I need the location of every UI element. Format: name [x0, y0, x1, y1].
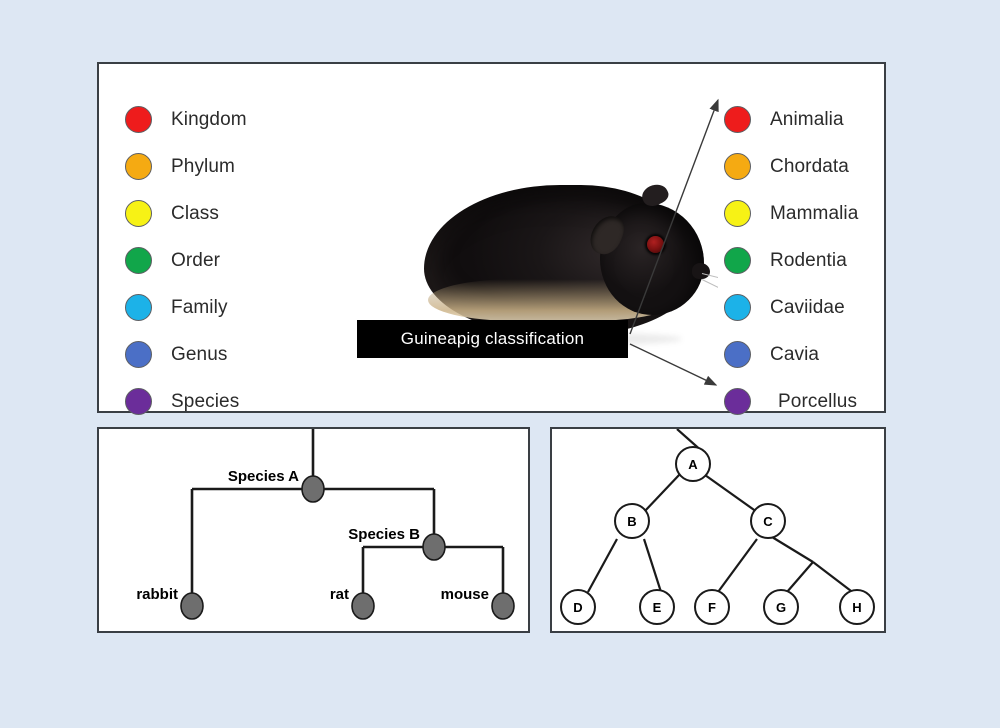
- phylogenetic-tree-svg: Species A Species B rabbit rat mouse: [136, 429, 515, 620]
- binary-tree-node-A[interactable]: [675, 446, 711, 482]
- binary-tree-label-B: B: [627, 514, 636, 529]
- rank-row-class: Class: [125, 190, 247, 237]
- binary-tree-label-F: F: [708, 600, 716, 615]
- rank-dot-species: [125, 388, 152, 415]
- taxon-row-mammalia: Mammalia: [724, 190, 858, 237]
- rank-dot-kingdom: [125, 106, 152, 133]
- binary-tree-label-D: D: [573, 600, 582, 615]
- rank-row-kingdom: Kingdom: [125, 96, 247, 143]
- taxon-label-porcellus: Porcellus: [778, 390, 858, 412]
- taxon-label-rodentia: Rodentia: [770, 249, 847, 271]
- tree-node-rabbit[interactable]: [180, 592, 204, 620]
- tree-label-rat: rat: [330, 586, 349, 603]
- tree-label-rabbit: rabbit: [136, 586, 178, 603]
- tree-node-rat[interactable]: [351, 592, 375, 620]
- taxon-row-porcellus: Porcellus: [724, 378, 858, 425]
- rank-dot-phylum: [125, 153, 152, 180]
- rank-row-order: Order: [125, 237, 247, 284]
- tree-node-speciesB[interactable]: [422, 533, 446, 561]
- classification-panel: Kingdom Phylum Class Order Family Genus …: [97, 62, 886, 415]
- taxon-label-caviidae: Caviidae: [770, 296, 845, 318]
- binary-tree-label-H: H: [852, 600, 861, 615]
- taxon-dot-animalia: [724, 106, 751, 133]
- taxon-row-animalia: Animalia: [724, 96, 858, 143]
- taxon-row-caviidae: Caviidae: [724, 284, 858, 331]
- phylogenetic-tree-panel: Species A Species B rabbit rat mouse: [97, 427, 530, 633]
- rank-label-kingdom: Kingdom: [171, 108, 247, 130]
- rank-dot-family: [125, 294, 152, 321]
- guineapig-nose: [692, 263, 710, 279]
- binary-tree-node-E[interactable]: [639, 589, 675, 625]
- binary-tree-node-F[interactable]: [694, 589, 730, 625]
- taxon-row-chordata: Chordata: [724, 143, 858, 190]
- rank-label-family: Family: [171, 296, 228, 318]
- taxonomic-rank-legend: Kingdom Phylum Class Order Family Genus …: [125, 96, 247, 425]
- binary-tree-node-C[interactable]: [750, 503, 786, 539]
- taxon-dot-mammalia: [724, 200, 751, 227]
- taxon-label-cavia: Cavia: [770, 343, 820, 365]
- rank-label-species: Species: [171, 390, 240, 412]
- guineapig-taxon-list: Animalia Chordata Mammalia Rodentia Cavi…: [724, 96, 858, 425]
- rank-label-class: Class: [171, 202, 220, 224]
- classification-caption-box: Guineapig classification: [357, 320, 628, 358]
- rank-dot-genus: [125, 341, 152, 368]
- rank-row-species: Species: [125, 378, 247, 425]
- binary-tree-label-G: G: [776, 600, 786, 615]
- taxon-label-animalia: Animalia: [770, 108, 844, 130]
- tree-label-speciesB: Species B: [348, 526, 420, 543]
- binary-tree-node-G[interactable]: [763, 589, 799, 625]
- taxon-dot-cavia: [724, 341, 751, 368]
- binary-tree-label-A: A: [688, 457, 698, 472]
- binary-tree-node-B[interactable]: [614, 503, 650, 539]
- tree-label-speciesA: Species A: [228, 468, 299, 485]
- taxon-dot-rodentia: [724, 247, 751, 274]
- rank-row-phylum: Phylum: [125, 143, 247, 190]
- binary-tree-node-H[interactable]: [839, 589, 875, 625]
- rank-dot-order: [125, 247, 152, 274]
- taxon-dot-chordata: [724, 153, 751, 180]
- tree-node-mouse[interactable]: [491, 592, 515, 620]
- classification-caption-text: Guineapig classification: [400, 329, 585, 348]
- guineapig-eye: [647, 236, 664, 253]
- rank-row-family: Family: [125, 284, 247, 331]
- binary-tree-svg: A B C D E F G H: [560, 429, 875, 625]
- tree-label-mouse: mouse: [441, 586, 489, 603]
- binary-tree-node-D[interactable]: [560, 589, 596, 625]
- binary-tree-panel: A B C D E F G H: [550, 427, 886, 633]
- guineapig-whisker: [701, 279, 718, 288]
- tree-node-speciesA[interactable]: [301, 475, 325, 503]
- binary-tree-label-E: E: [653, 600, 662, 615]
- rank-label-phylum: Phylum: [171, 155, 235, 177]
- taxon-label-mammalia: Mammalia: [770, 202, 859, 224]
- rank-label-order: Order: [171, 249, 221, 271]
- rank-row-genus: Genus: [125, 331, 247, 378]
- rank-dot-class: [125, 200, 152, 227]
- taxon-label-chordata: Chordata: [770, 155, 849, 177]
- taxon-row-cavia: Cavia: [724, 331, 858, 378]
- taxon-row-rodentia: Rodentia: [724, 237, 858, 284]
- rank-label-genus: Genus: [171, 343, 228, 365]
- tree-edges: [190, 429, 505, 604]
- taxon-dot-caviidae: [724, 294, 751, 321]
- taxon-dot-porcellus: [724, 388, 751, 415]
- binary-tree-label-C: C: [763, 514, 773, 529]
